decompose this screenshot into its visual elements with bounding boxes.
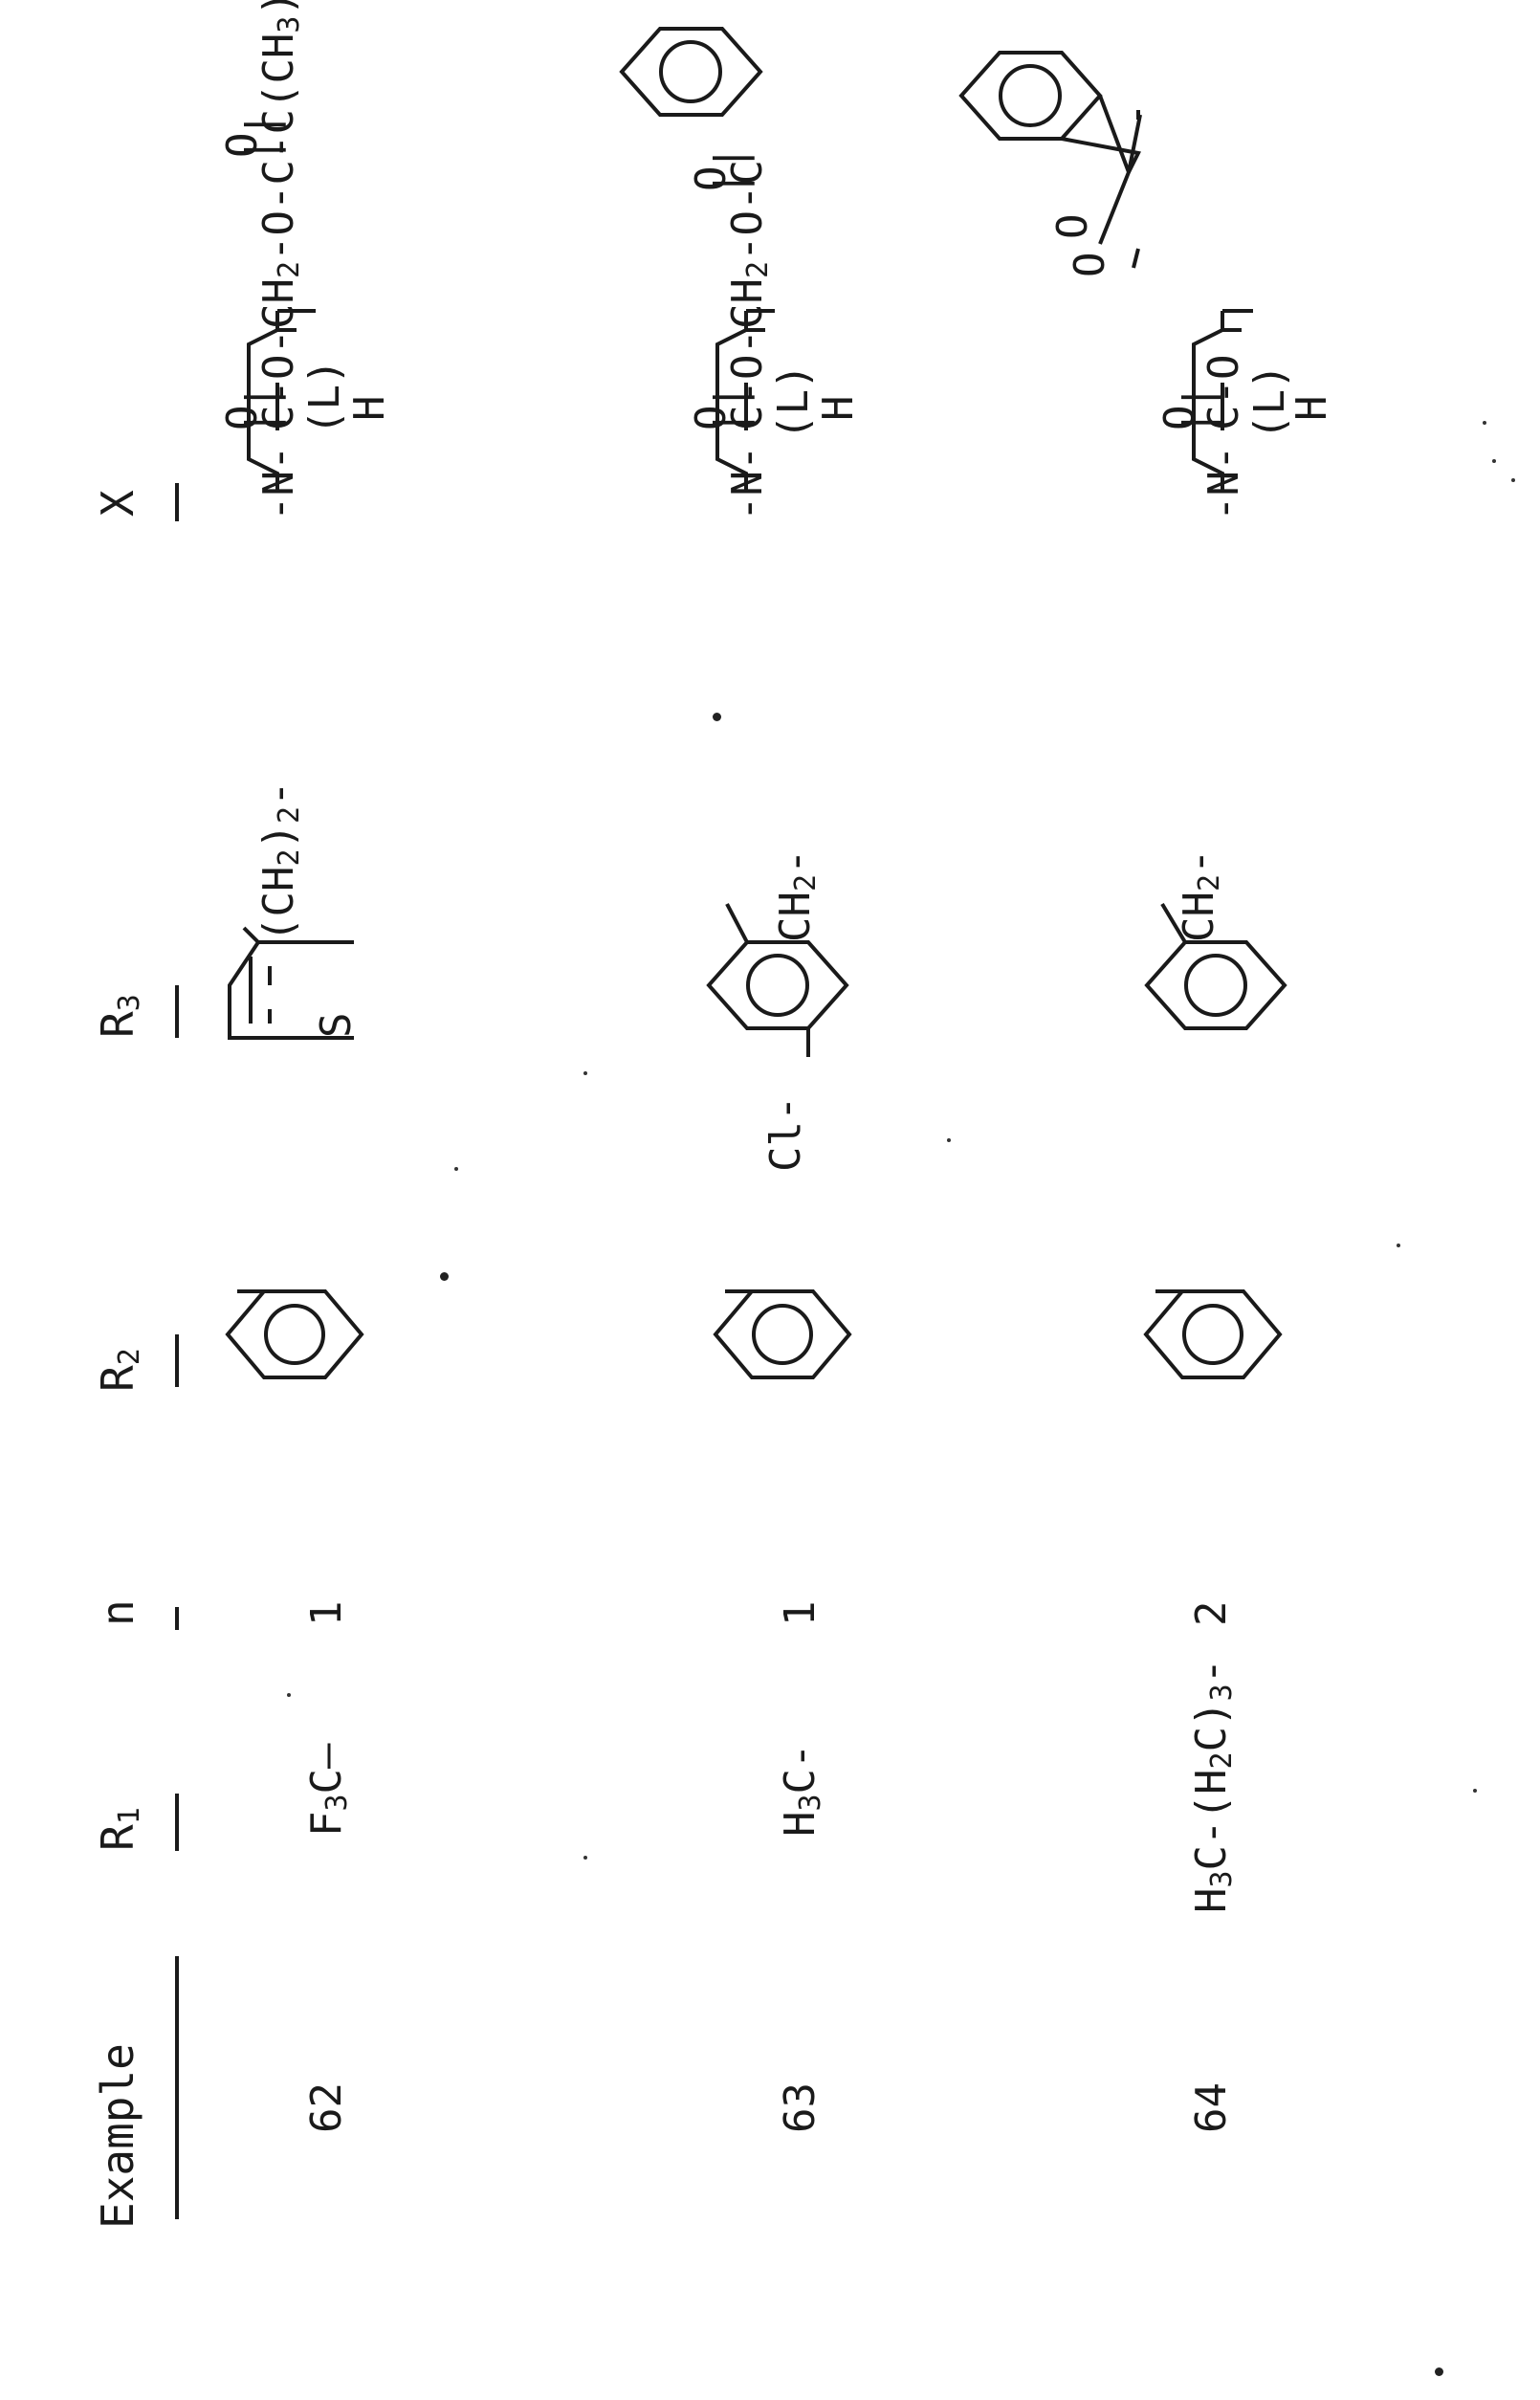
n-value-64: 2 <box>1191 1601 1233 1627</box>
r2-benzene-ring-64 <box>1146 1291 1280 1377</box>
x-double-bond-2-62: || <box>241 112 283 163</box>
r3-chain-62: (CH2)2- <box>258 781 304 942</box>
example-number-63: 63 <box>780 2082 822 2133</box>
column-header-example: Example <box>96 2043 140 2229</box>
x-hydrogen-64: H <box>1291 396 1333 422</box>
scan-speck <box>1397 1244 1400 1247</box>
column-header-n: n <box>96 1599 140 1626</box>
r3-chain-64: CH2- <box>1178 848 1224 942</box>
x-hydrogen-63: H <box>818 396 860 422</box>
scan-speck <box>583 1856 587 1860</box>
example-number-64: 64 <box>1191 2082 1233 2133</box>
r2-benzene-ring-62 <box>228 1291 362 1377</box>
scan-speck <box>1473 1789 1477 1793</box>
scan-speck <box>440 1272 449 1281</box>
x-lactone-oxygen-64: O <box>1052 214 1094 240</box>
x-ring-oxygen-64: O <box>1069 253 1111 278</box>
column-header-r2: R2 <box>96 1348 144 1392</box>
x-benzoate-ring-63 <box>622 29 760 115</box>
column-header-x: X <box>96 490 140 517</box>
x-ester-chain-64: C-O <box>1203 355 1245 430</box>
scan-speck <box>713 713 721 721</box>
r1-formula-63: H3C- <box>780 1743 825 1837</box>
r2-benzene-ring-63 <box>715 1291 849 1377</box>
r1-formula-64: H3C-(H2C)3- <box>1191 1659 1237 1913</box>
n-value-63: 1 <box>780 1601 822 1627</box>
example-number-62: 62 <box>306 2082 348 2133</box>
x-ester-chain-63: C-O-CH2-O-C <box>727 160 773 430</box>
scan-speck <box>1435 2367 1443 2376</box>
r1-formula-62: F3C— <box>306 1743 352 1837</box>
r3-chain-63: CH2- <box>775 848 821 942</box>
x-stereo-label-63: (L) <box>773 364 815 440</box>
scan-speck <box>947 1138 951 1142</box>
x-stereo-label-64: (L) <box>1249 364 1291 440</box>
scan-speck <box>583 1071 587 1075</box>
x-double-bond-2-63: || <box>710 145 752 196</box>
scan-speck <box>1492 459 1496 463</box>
scan-speck <box>1511 478 1515 482</box>
x-ester-chain-62: C-O-CH2-O-C-C(CH3)3 <box>258 0 304 430</box>
r3-chloro-63: Cl- <box>765 1096 807 1172</box>
x-stereo-label-62: (L) <box>304 360 346 435</box>
x-nitrogen-62: -N- <box>258 446 300 521</box>
r3-sulfur-62: S <box>316 1013 358 1039</box>
x-nitrogen-63: -N- <box>727 446 769 521</box>
column-header-r1: R1 <box>96 1807 144 1851</box>
x-nitrogen-64: -N- <box>1203 446 1245 521</box>
scan-speck <box>1483 421 1486 425</box>
column-header-r3: R3 <box>96 994 144 1038</box>
n-value-62: 1 <box>306 1601 348 1627</box>
scan-speck <box>454 1167 458 1171</box>
x-hydrogen-62: H <box>349 396 391 422</box>
scan-speck <box>287 1693 291 1697</box>
